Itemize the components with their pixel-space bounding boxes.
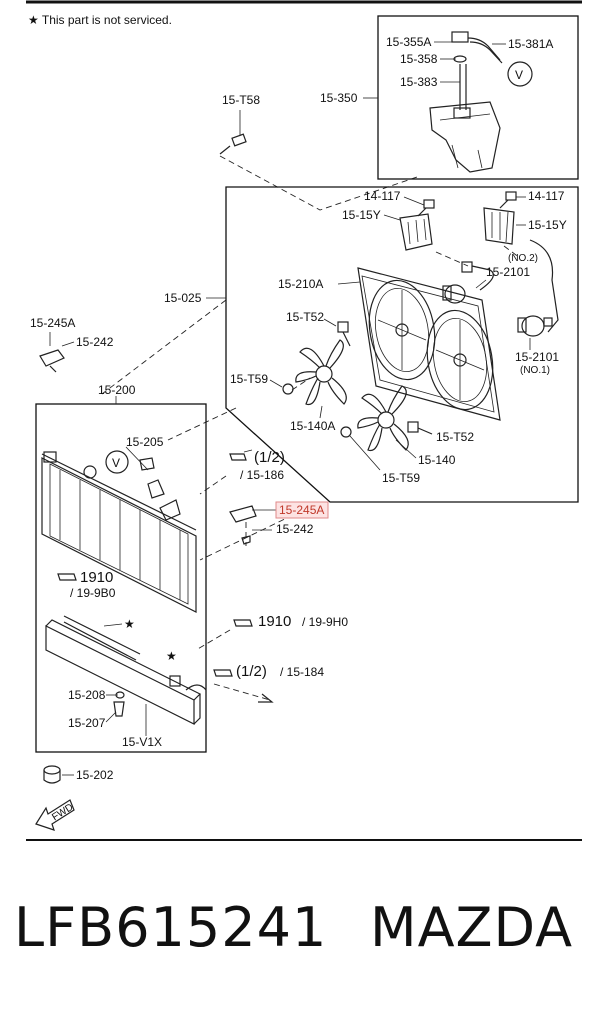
bolt-15-T58 (219, 133, 247, 155)
label-15-350: 15-350 (320, 91, 358, 105)
ref-19-9B0: / 19-9B0 (70, 586, 116, 600)
ref-1-2-a: (1/2) (254, 449, 285, 466)
fan-shroud (357, 267, 501, 421)
label-15-2101-a: 15-2101 (486, 265, 530, 279)
label-15-207: 15-207 (68, 716, 106, 730)
label-15-140: 15-140 (418, 453, 456, 467)
label-15-15Y-b: 15-15Y (528, 218, 567, 232)
ref-1910-a: 1910 (80, 569, 113, 586)
fan-motor-no2 (442, 261, 494, 304)
ref-19-9H0: / 19-9H0 (302, 615, 348, 629)
radiator-box (35, 403, 207, 753)
label-15-210A: 15-210A (278, 277, 323, 291)
label-15-242-b: 15-242 (276, 522, 314, 536)
star-2: ★ (166, 649, 177, 663)
screw-15-T52-a (337, 321, 351, 347)
valve-v-icon (507, 61, 533, 87)
label-15-15Y-a: 15-15Y (342, 208, 381, 222)
pointing-hand-icon (229, 449, 253, 461)
valve-v-icon-2 (105, 450, 129, 474)
highlight-box (275, 501, 329, 519)
label-15-245A-highlighted[interactable]: 15-245A (279, 503, 324, 517)
fan-assembly-box (225, 186, 579, 503)
label-14-117-a: 14-117 (364, 189, 401, 203)
ref-1-2-b: (1/2) (236, 663, 267, 680)
label-15-T52-a: 15-T52 (286, 310, 324, 324)
bracket-15-245A-highlight (229, 505, 276, 546)
screw-14-117-b (499, 191, 517, 209)
nut-15-T59-b (340, 426, 352, 438)
lower-tank (45, 615, 207, 725)
label-15-381A: 15-381A (508, 37, 553, 51)
not-serviced-note: ★ This part is not serviced. (28, 13, 172, 27)
label-15-355A: 15-355A (386, 35, 431, 49)
label-15-2101-b: 15-2101 (515, 350, 559, 364)
label-15-205: 15-205 (126, 435, 164, 449)
parts-diagram: ★ This part is not serviced. 15-350 15-3… (26, 0, 582, 841)
drain-plug-15-207 (113, 701, 125, 717)
o-ring-15-208 (115, 691, 125, 699)
label-15-200: 15-200 (98, 383, 136, 397)
label-15-T52-b: 15-T52 (436, 430, 474, 444)
cap-15-205 (139, 457, 155, 471)
ref-15-184: / 15-184 (280, 665, 324, 679)
screw-15-T52-b (407, 421, 433, 435)
fan-motor-no1 (517, 315, 553, 337)
reservoir-tank (429, 101, 501, 173)
label-15-245A: 15-245A (30, 316, 75, 330)
ref-15-186: / 15-186 (240, 468, 284, 482)
pointing-hand-icon-2 (57, 573, 77, 581)
bracket-15-245A (39, 349, 65, 373)
ref-1910-b: 1910 (258, 613, 291, 630)
label-15-383: 15-383 (400, 75, 438, 89)
brand-name: MAZDA (370, 896, 574, 959)
label-15-358: 15-358 (400, 52, 438, 66)
label-15-242: 15-242 (76, 335, 114, 349)
label-15-T59-b: 15-T59 (382, 471, 420, 485)
fan-blade-15-140 (357, 385, 409, 452)
pointing-hand-icon-3 (233, 619, 253, 627)
fan-blade-15-140A (295, 339, 347, 406)
reservoir-box (377, 15, 579, 180)
part-number: LFB615241 (14, 896, 328, 959)
radiator-core (41, 451, 197, 613)
label-15-025: 15-025 (164, 291, 202, 305)
fwd-arrow-icon: FWD (35, 799, 75, 831)
label-15-202: 15-202 (76, 768, 114, 782)
screw-14-117-a (417, 199, 435, 217)
label-15-T58: 15-T58 (222, 93, 260, 107)
label-15-140A: 15-140A (290, 419, 335, 433)
label-14-117-b: 14-117 (528, 189, 565, 203)
radiator-cap-15-202 (43, 765, 61, 784)
relay-15-15Y-a (399, 213, 433, 251)
relay-15-15Y-b (483, 207, 515, 245)
valve-v-label-2: V (112, 456, 120, 470)
label-15-T59-a: 15-T59 (230, 372, 268, 386)
pointing-hand-icon-4 (213, 669, 233, 677)
label-no1: (NO.1) (520, 365, 550, 376)
reservoir-cap (451, 31, 503, 110)
valve-v-label: V (515, 68, 523, 82)
label-15-V1X: 15-V1X (122, 735, 162, 749)
label-no2: (NO.2) (508, 253, 538, 264)
star-1: ★ (124, 617, 135, 631)
nut-15-T59-a (282, 383, 294, 395)
label-15-208: 15-208 (68, 688, 106, 702)
